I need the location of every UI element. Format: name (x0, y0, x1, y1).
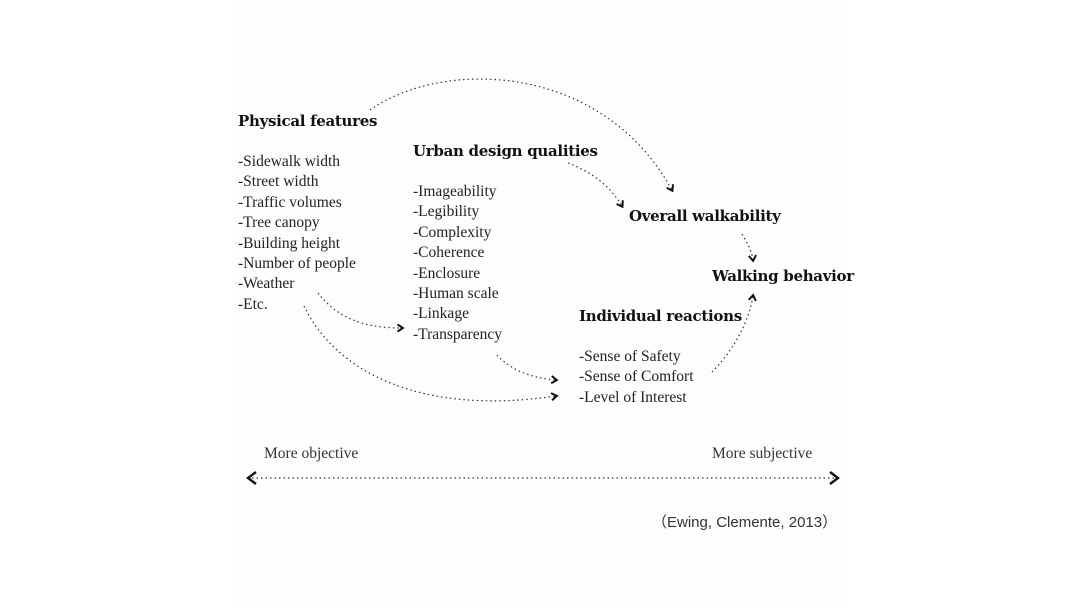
axis-left-label: More objective (264, 445, 359, 462)
diagram-panel (232, 0, 848, 608)
individual-reactions-title: Individual reactions (579, 307, 742, 325)
list-item: -Sidewalk width (238, 153, 341, 170)
list-item: -Enclosure (413, 264, 481, 282)
urban-design-qualities-title: Urban design qualities (413, 142, 598, 160)
citation: （Ewing, Clemente, 2013） (652, 514, 838, 531)
list-item: -Complexity (413, 223, 492, 241)
individual-reactions-list: -Sense of Safety -Sense of Comfort -Leve… (579, 347, 694, 408)
list-item: -Number of people (238, 255, 356, 273)
list-item: -Transparency (413, 325, 502, 343)
physical-features-title: Physical features (238, 112, 378, 130)
arrow-walkability-to-behavior (741, 233, 757, 263)
list-item: -Level of Interest (579, 388, 687, 406)
list-item: -Legibility (413, 203, 480, 221)
axis-right-label: More subjective (712, 445, 813, 462)
list-item: -Sense of Safety (579, 348, 681, 365)
list-item: -Sense of Comfort (579, 368, 694, 386)
axis-right-arrowhead (829, 471, 840, 485)
list-item: -Linkage (413, 305, 469, 323)
arrow-urban-to-walkability (567, 162, 624, 209)
list-item: -Weather (238, 275, 295, 293)
list-item: -Human scale (413, 285, 499, 303)
list-item: -Etc. (238, 295, 268, 313)
list-item: -Imageability (413, 183, 497, 200)
list-item: -Street width (238, 173, 319, 191)
objective-subjective-axis (246, 471, 840, 485)
list-item: -Tree canopy (238, 214, 320, 232)
list-item: -Traffic volumes (238, 193, 342, 211)
arrow-physical-to-walkability (369, 78, 674, 193)
walking-behavior-title: Walking behavior (712, 267, 854, 285)
urban-design-qualities-list: -Imageability -Legibility -Complexity -C… (413, 182, 502, 345)
axis-left-arrowhead (246, 471, 257, 485)
arrow-urban-to-reactions (496, 354, 559, 385)
list-item: -Building height (238, 234, 341, 252)
list-item: -Coherence (413, 244, 485, 262)
physical-features-list: -Sidewalk width -Street width -Traffic v… (238, 152, 356, 315)
overall-walkability-title: Overall walkability (629, 207, 781, 225)
